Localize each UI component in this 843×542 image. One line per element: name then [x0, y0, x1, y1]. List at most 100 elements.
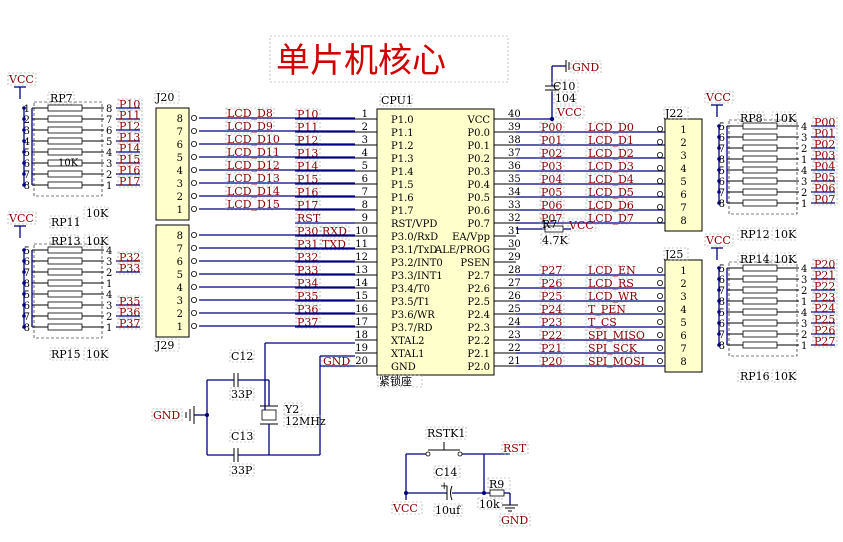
connector-pin-num: 2 — [177, 192, 183, 203]
rpack-pin-right: 2 — [801, 330, 807, 341]
cpu-pin-num: 15 — [355, 291, 368, 302]
net-frame — [812, 116, 838, 129]
cpu-pin-num: 6 — [362, 174, 368, 185]
cpu-pin-num: 40 — [508, 109, 521, 120]
connector-pin-circle — [657, 203, 664, 210]
connector-pin-circle — [657, 305, 664, 312]
rp-ref-frame — [737, 111, 765, 125]
rp13-ref: RP13 — [51, 235, 81, 248]
junction-dot — [22, 183, 26, 187]
cpu-pin-name: P0.5 — [467, 193, 490, 204]
connector-pin-num: 5 — [177, 270, 183, 281]
junction-dot — [22, 128, 26, 132]
rpack-net: P33 — [119, 262, 140, 275]
connector-pin-circle — [190, 231, 197, 238]
rpack-net: P27 — [814, 335, 835, 348]
rp8-value: 10K — [774, 112, 797, 125]
rpack-net: P36 — [119, 306, 140, 319]
net-frame — [585, 186, 628, 199]
junction-dot — [717, 288, 721, 292]
cpu-pin-num: 20 — [355, 356, 368, 367]
resistor-body — [742, 341, 778, 349]
connector-body — [155, 107, 190, 221]
net-frame — [117, 295, 143, 308]
rpack-pin-right: 3 — [106, 257, 112, 268]
rpack-outline — [33, 101, 103, 197]
j20-lcd-label: LCD_D14 — [227, 185, 280, 198]
rpack-net: P14 — [119, 142, 140, 155]
connector-j20: J2087654321LCD_D8LCD_D9LCD_D10LCD_D11LCD… — [154, 90, 355, 221]
rpack-net: P05 — [814, 171, 835, 184]
junction-dot — [22, 139, 26, 143]
cpu-left-net: P16 — [297, 186, 318, 199]
xtal-gnd-label: GND — [153, 409, 180, 422]
cpu-right-label: T_PEN — [588, 303, 626, 316]
resistor-body — [47, 246, 83, 254]
net-frame — [320, 225, 350, 238]
rpack-pin-left: 8 — [24, 181, 30, 192]
net-frame — [539, 212, 565, 225]
connector-pin-num: 3 — [680, 292, 686, 303]
cpu-pin-name: P1.7 — [391, 206, 414, 217]
net-frame — [539, 173, 565, 186]
resistor-body — [47, 126, 83, 134]
rpack-net: P15 — [119, 153, 140, 166]
junction-dot — [717, 135, 721, 139]
cap-value-frame — [229, 463, 255, 477]
rpack-net: P35 — [119, 295, 140, 308]
net-frame — [812, 127, 838, 140]
rpack-pin-right: 4 — [801, 264, 807, 275]
rpack-net: P20 — [814, 258, 835, 271]
net-frame — [295, 277, 321, 290]
net-frame — [539, 147, 565, 160]
cpu-pin-num: 3 — [362, 135, 368, 146]
resistor-body — [47, 301, 83, 309]
net-frame — [585, 212, 628, 225]
cpu-left-net: P15 — [297, 173, 318, 186]
rpack-net: P32 — [119, 251, 140, 264]
net-frame — [295, 134, 321, 147]
rpack-pin-left: 1 — [24, 104, 30, 115]
cpu-pin-name: GND — [391, 362, 416, 373]
net-frame — [539, 277, 565, 290]
resistor-body — [47, 279, 83, 287]
net-frame — [585, 199, 628, 212]
net-frame — [585, 173, 628, 186]
junction-dot — [717, 343, 721, 347]
connector-pin-circle — [190, 244, 197, 251]
vcc-label: VCC — [8, 212, 34, 225]
rpack-pin-left: 6 — [24, 257, 30, 268]
cpu-pin-name: P1.0 — [391, 115, 414, 126]
net-frame — [539, 160, 565, 173]
junction-dot — [717, 277, 721, 281]
rpack-pin-right: 3 — [106, 159, 112, 170]
rpack-pin-right: 5 — [106, 137, 112, 148]
cap-ref-frame — [551, 79, 579, 93]
cpu-pin-num: 2 — [362, 122, 368, 133]
rp-ref-frame — [47, 91, 75, 105]
crystal-reset-decoupling: GNDC10104VCCR74.7KVCCY212MHzC1233PC1333P… — [151, 60, 602, 527]
net-frame — [585, 303, 622, 316]
rp12-ref: RP12 — [740, 228, 770, 241]
rpack-net: P25 — [814, 313, 835, 326]
connector-pin-num: 7 — [680, 203, 686, 214]
rpack-pin-left: 5 — [719, 308, 725, 319]
cpu-pin-name: P0.1 — [467, 141, 490, 152]
cpu-pin-name: RST/VPD — [391, 219, 437, 230]
connector-pin-circle — [657, 216, 664, 223]
connector-pin-circle — [657, 138, 664, 145]
net-frame — [117, 164, 143, 177]
switch-contact — [457, 451, 463, 457]
rpack-pin-right: 3 — [801, 133, 807, 144]
cpu-right-label: LCD_D2 — [588, 147, 634, 160]
cpu-pin-num: 1 — [362, 109, 368, 120]
cpu-left-net: P32 — [297, 251, 318, 264]
net-frame — [812, 182, 838, 195]
net-frame — [117, 306, 143, 319]
vcc-frame — [391, 501, 423, 515]
cpu-right-net: P22 — [541, 329, 562, 342]
connector-pin-num: 2 — [680, 279, 686, 290]
resistor-body — [47, 323, 83, 331]
cpu-right-label: LCD_D1 — [588, 134, 634, 147]
